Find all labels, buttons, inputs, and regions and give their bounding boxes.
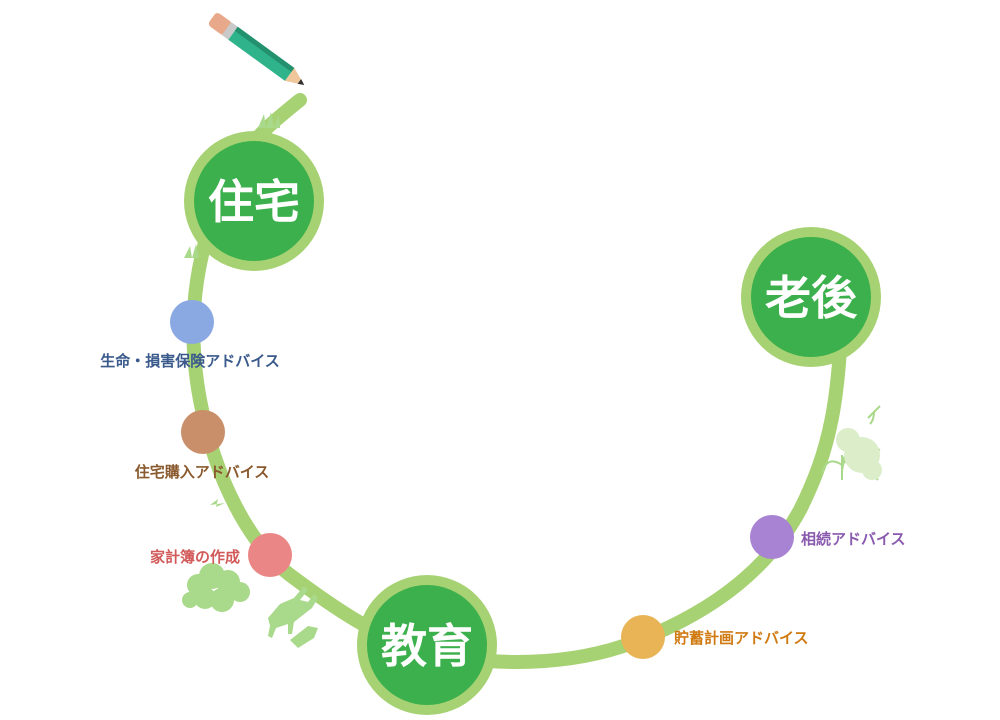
advice-inheritance-label: 相続アドバイス xyxy=(801,530,906,548)
advice-home-buying-dot xyxy=(181,410,225,454)
advice-home-buying[interactable]: 住宅購入アドバイス xyxy=(135,410,270,481)
stage-education-label: 教育 xyxy=(381,619,473,673)
advice-insurance-label: 生命・損害保険アドバイス xyxy=(100,352,280,370)
advice-inheritance[interactable]: 相続アドバイス xyxy=(750,515,906,559)
pencil-icon xyxy=(208,13,305,86)
stage-education[interactable]: 教育 xyxy=(357,575,497,715)
grass-decoration xyxy=(184,112,280,507)
advice-household-ledger[interactable]: 家計簿の作成 xyxy=(150,533,292,577)
advice-insurance-dot xyxy=(170,300,214,344)
advice-household-ledger-label: 家計簿の作成 xyxy=(150,548,240,566)
stage-retirement-label: 老後 xyxy=(765,271,858,325)
advice-savings-plan-label: 貯蓄計画アドバイス xyxy=(674,629,809,647)
advice-insurance[interactable]: 生命・損害保険アドバイス xyxy=(100,300,280,370)
deer-decoration xyxy=(268,586,318,648)
stage-retirement[interactable]: 老後 xyxy=(741,227,881,367)
tree-decoration xyxy=(821,428,882,481)
stage-housing[interactable]: 住宅 xyxy=(184,131,324,271)
advice-household-ledger-dot xyxy=(248,533,292,577)
bush-decoration xyxy=(182,563,250,612)
bird-decoration xyxy=(867,405,881,425)
advice-inheritance-dot xyxy=(750,515,794,559)
advice-home-buying-label: 住宅購入アドバイス xyxy=(135,463,270,481)
advice-savings-plan-dot xyxy=(621,615,665,659)
stage-housing-label: 住宅 xyxy=(208,175,300,229)
advice-savings-plan[interactable]: 貯蓄計画アドバイス xyxy=(621,615,809,659)
